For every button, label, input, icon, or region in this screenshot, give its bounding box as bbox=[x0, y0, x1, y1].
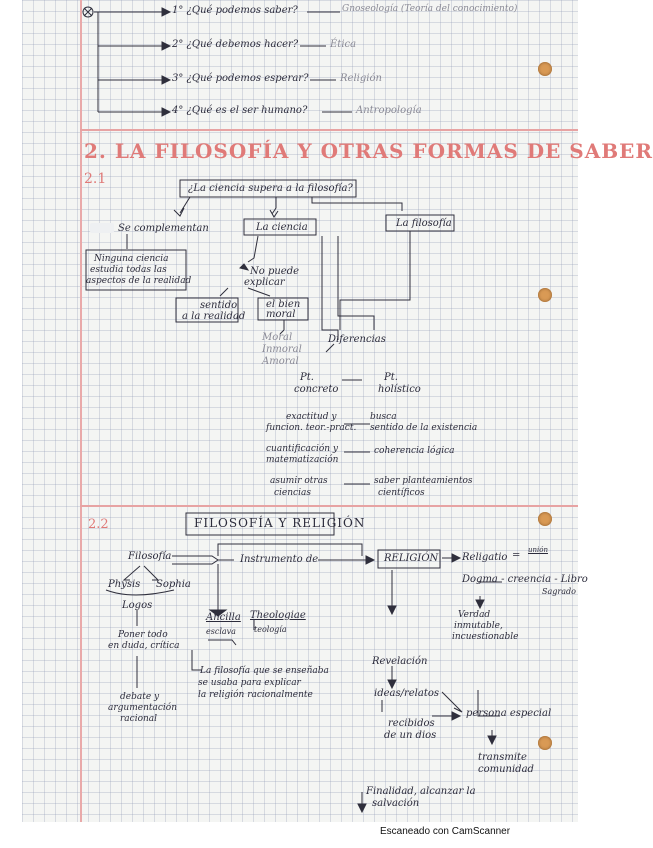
philosophy-box: La filosofía bbox=[396, 218, 452, 229]
ninguna-line-3: aspectos de la realidad bbox=[86, 276, 192, 286]
verdad-1: Verdad bbox=[458, 610, 491, 620]
binder-hole bbox=[538, 288, 552, 302]
diff-left-4a: asumir otras bbox=[270, 476, 328, 486]
verdad-2: inmutable, bbox=[454, 621, 503, 631]
quote-3: la religión racionalmente bbox=[198, 690, 313, 700]
answer-2: Ética bbox=[330, 39, 357, 50]
persona-node: persona especial bbox=[466, 708, 552, 719]
moral-1: Moral bbox=[262, 332, 293, 343]
debate-2: argumentación bbox=[108, 703, 177, 713]
diff-right-4b: científicos bbox=[378, 488, 425, 498]
finalidad-2: salvación bbox=[372, 798, 420, 809]
verdad-3: incuestionable bbox=[452, 632, 519, 642]
diff-right-1a: Pt. bbox=[384, 372, 398, 383]
dogma-node: Dogma - creencia - Libro bbox=[462, 574, 588, 585]
question-2: 2° ¿Qué debemos hacer? bbox=[172, 39, 299, 50]
diff-right-2b: sentido de la existencia bbox=[370, 423, 478, 433]
ancilla-label: Ancilla bbox=[206, 612, 241, 623]
question-box-text: ¿La ciencia supera a la filosofía? bbox=[188, 183, 353, 194]
bien-2: moral bbox=[266, 309, 296, 320]
science-box: La ciencia bbox=[256, 222, 308, 233]
no-puede-2: explicar bbox=[244, 277, 285, 288]
teologia-label: teología bbox=[254, 625, 287, 634]
diff-right-2a: busca bbox=[370, 412, 397, 422]
question-3: 3° ¿Qué podemos esperar? bbox=[172, 73, 309, 84]
esclava-label: esclava bbox=[206, 627, 236, 636]
diff-left-2b: funcion. teor.-pract. bbox=[266, 423, 357, 433]
physis-label: Physis bbox=[108, 579, 141, 590]
sagrado-label: Sagrado bbox=[542, 587, 576, 596]
binder-hole bbox=[538, 62, 552, 76]
diff-right-1b: holístico bbox=[378, 384, 421, 395]
section-heading: 2. LA FILOSOFÍA Y OTRAS FORMAS DE SABER bbox=[84, 139, 653, 163]
theologiae-label: Theologiae bbox=[250, 610, 306, 621]
diferencias-label: Diferencias bbox=[328, 334, 386, 345]
diff-left-3a: cuantificación y bbox=[266, 444, 338, 454]
sentido-2: a la realidad bbox=[182, 311, 246, 322]
diff-right-4a: saber planteamientos bbox=[374, 476, 473, 486]
revelacion-node: Revelación bbox=[372, 656, 428, 667]
diff-left-1a: Pt. bbox=[300, 372, 314, 383]
debate-3: racional bbox=[120, 714, 158, 724]
logos-label: Logos bbox=[122, 600, 153, 611]
quote-2: se usaba para explicar bbox=[198, 678, 301, 688]
section-divider bbox=[80, 129, 578, 131]
section-22-title: FILOSOFÍA Y RELIGIÓN bbox=[194, 516, 366, 530]
diff-left-4b: ciencias bbox=[274, 488, 311, 498]
question-4: 4° ¿Qué es el ser humano? bbox=[172, 105, 308, 116]
religion-node: RELIGIÓN bbox=[384, 553, 439, 564]
religatio-node: Religatio bbox=[462, 552, 508, 563]
ideas-node: ideas/relatos bbox=[374, 688, 440, 699]
diff-left-1b: concreto bbox=[294, 384, 339, 395]
transmite-1: transmite bbox=[478, 752, 527, 763]
complement-label: Se complementan bbox=[118, 223, 209, 234]
answer-1: Gnoseología (Teoría del conocimiento) bbox=[342, 4, 518, 14]
sentido-1: sentido bbox=[200, 300, 238, 311]
diff-left-2a: exactitud y bbox=[286, 412, 337, 422]
subsection-number: 2.1 bbox=[84, 171, 107, 187]
moral-2: Inmoral bbox=[262, 344, 302, 355]
finalidad-1: Finalidad, alcanzar la bbox=[366, 786, 476, 797]
religatio-eq: unión bbox=[528, 546, 548, 554]
section-divider bbox=[80, 505, 578, 507]
debate-1: debate y bbox=[120, 692, 160, 702]
moral-3: Amoral bbox=[262, 356, 299, 367]
sophia-label: Sophia bbox=[156, 579, 191, 590]
binder-hole bbox=[538, 736, 552, 750]
diff-left-3b: matematización bbox=[266, 455, 339, 465]
subsection-number-2: 2.2 bbox=[88, 517, 109, 532]
instrumento-node: Instrumento de bbox=[240, 554, 319, 565]
notebook-page: 1° ¿Qué podemos saber? Gnoseología (Teor… bbox=[22, 0, 652, 822]
recibidos-2: de un dios bbox=[384, 730, 437, 741]
answer-4: Antropología bbox=[356, 105, 422, 116]
bien-1: el bien bbox=[266, 299, 301, 310]
quote-1: La filosofía que se enseñaba bbox=[200, 666, 329, 676]
diff-right-3a: coherencia lógica bbox=[374, 446, 455, 456]
no-puede-1: No puede bbox=[250, 266, 300, 277]
poner-2: en duda, crítica bbox=[108, 641, 180, 651]
question-1: 1° ¿Qué podemos saber? bbox=[172, 5, 298, 16]
margin-line bbox=[80, 0, 82, 822]
highlight-mark bbox=[90, 223, 114, 233]
answer-3: Religión bbox=[340, 73, 382, 84]
ninguna-line-2: estudia todas las bbox=[90, 265, 167, 275]
binder-hole bbox=[538, 512, 552, 526]
scanner-watermark: Escaneado con CamScanner bbox=[380, 826, 511, 837]
transmite-2: comunidad bbox=[478, 764, 534, 775]
poner-1: Poner todo bbox=[118, 630, 168, 640]
filosofia-node: Filosofía bbox=[128, 551, 172, 562]
ninguna-line-1: Ninguna ciencia bbox=[94, 254, 169, 264]
recibidos-1: recibidos bbox=[388, 718, 435, 729]
